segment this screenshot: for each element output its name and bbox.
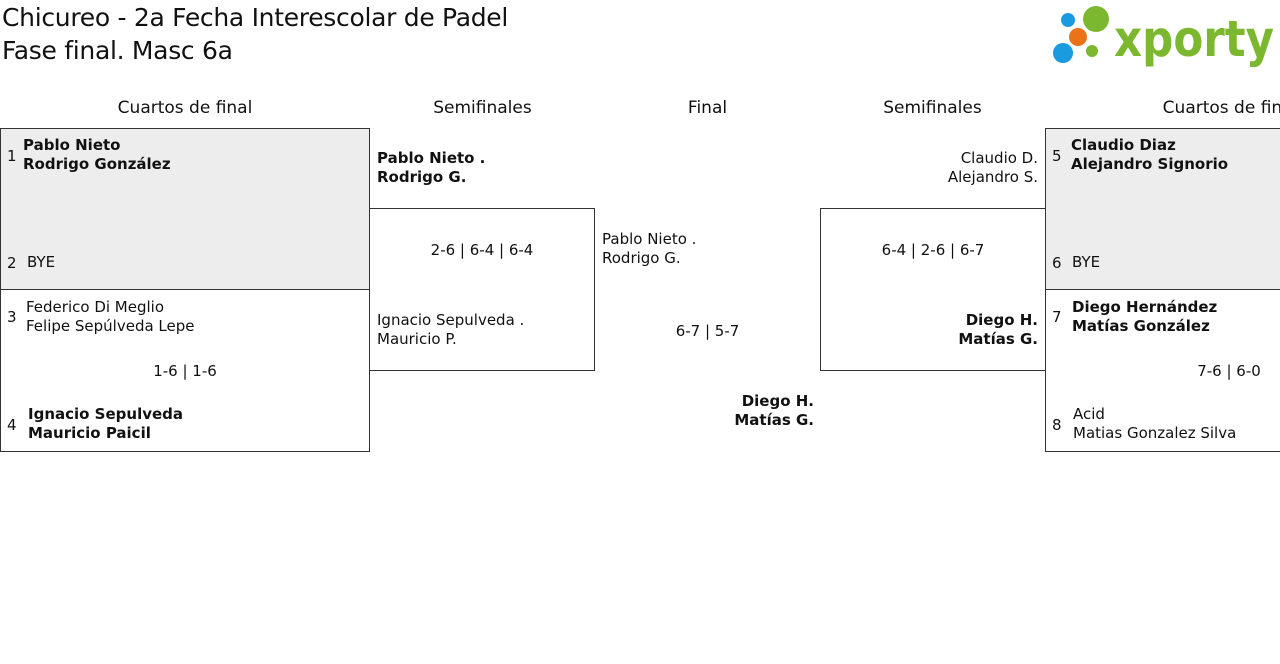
left-semi-match[interactable]	[369, 208, 595, 371]
match-score: 1-6 | 1-6	[153, 362, 217, 380]
page-subtitle: Fase final. Masc 6a	[2, 36, 233, 65]
player-name: Diego H.	[741, 392, 814, 410]
round-header-final: Final	[687, 98, 728, 118]
logo-dot-blue-small	[1061, 13, 1075, 27]
logo-dot-blue-large	[1053, 43, 1073, 63]
player-name: Claudio Diaz	[1071, 136, 1176, 154]
right-quarter-match-1[interactable]	[1045, 128, 1280, 290]
player-name: Ignacio Sepulveda	[28, 405, 184, 423]
logo-wordmark: xporty	[1114, 10, 1274, 68]
player-name: Rodrigo González	[23, 155, 171, 173]
player-name: Pablo Nieto .	[602, 230, 697, 248]
logo-dot-green-small	[1086, 45, 1098, 57]
player-name: Mauricio Paicil	[28, 424, 151, 442]
seed-number: 3	[7, 308, 17, 326]
player-name: Matías G.	[734, 411, 814, 429]
player-name: Ignacio Sepulveda .	[377, 311, 525, 329]
right-quarter-match-2[interactable]	[1045, 289, 1280, 452]
round-header-right-quarters: Cuartos de final	[1162, 98, 1280, 118]
seed-number: 7	[1052, 308, 1062, 326]
seed-number: 2	[7, 254, 17, 272]
match-score: 7-6 | 6-0	[1197, 362, 1261, 380]
seed-number: 6	[1052, 254, 1062, 272]
round-header-left-semis: Semifinales	[433, 98, 532, 118]
player-name: Pablo Nieto .	[377, 149, 486, 167]
seed-number: 5	[1052, 147, 1062, 165]
logo-dot-orange	[1069, 28, 1087, 46]
seed-number: 8	[1052, 416, 1062, 434]
player-name: Rodrigo G.	[602, 249, 681, 267]
player-name: Matias Gonzalez Silva	[1073, 424, 1237, 442]
seed-number: 1	[7, 147, 17, 165]
page-title: Chicureo - 2a Fecha Interescolar de Pade…	[2, 3, 509, 32]
player-name: Diego H.	[965, 311, 1038, 329]
player-name: Matías G.	[958, 330, 1038, 348]
player-name: Acid	[1073, 405, 1105, 423]
player-name: Pablo Nieto	[23, 136, 121, 154]
bye-label: BYE	[1072, 253, 1101, 271]
player-name: Alejandro S.	[947, 168, 1038, 186]
left-quarter-match-1[interactable]	[0, 128, 370, 290]
xporty-logo: xporty	[1050, 2, 1278, 68]
bye-label: BYE	[27, 253, 56, 271]
round-header-right-semis: Semifinales	[883, 98, 982, 118]
match-score: 6-4 | 2-6 | 6-7	[881, 241, 985, 259]
match-score: 6-7 | 5-7	[675, 322, 740, 340]
player-name: Diego Hernández	[1072, 298, 1218, 316]
player-name: Federico Di Meglio	[26, 298, 165, 316]
match-score: 2-6 | 6-4 | 6-4	[430, 241, 534, 259]
player-name: Matías González	[1072, 317, 1210, 335]
player-name: Alejandro Signorio	[1071, 155, 1229, 173]
player-name: Mauricio P.	[377, 330, 457, 348]
player-name: Felipe Sepúlveda Lepe	[26, 317, 195, 335]
player-name: Rodrigo G.	[377, 168, 467, 186]
logo-dot-green-large	[1083, 6, 1109, 32]
seed-number: 4	[7, 416, 17, 434]
player-name: Claudio D.	[960, 149, 1038, 167]
round-header-left-quarters: Cuartos de final	[117, 98, 253, 118]
